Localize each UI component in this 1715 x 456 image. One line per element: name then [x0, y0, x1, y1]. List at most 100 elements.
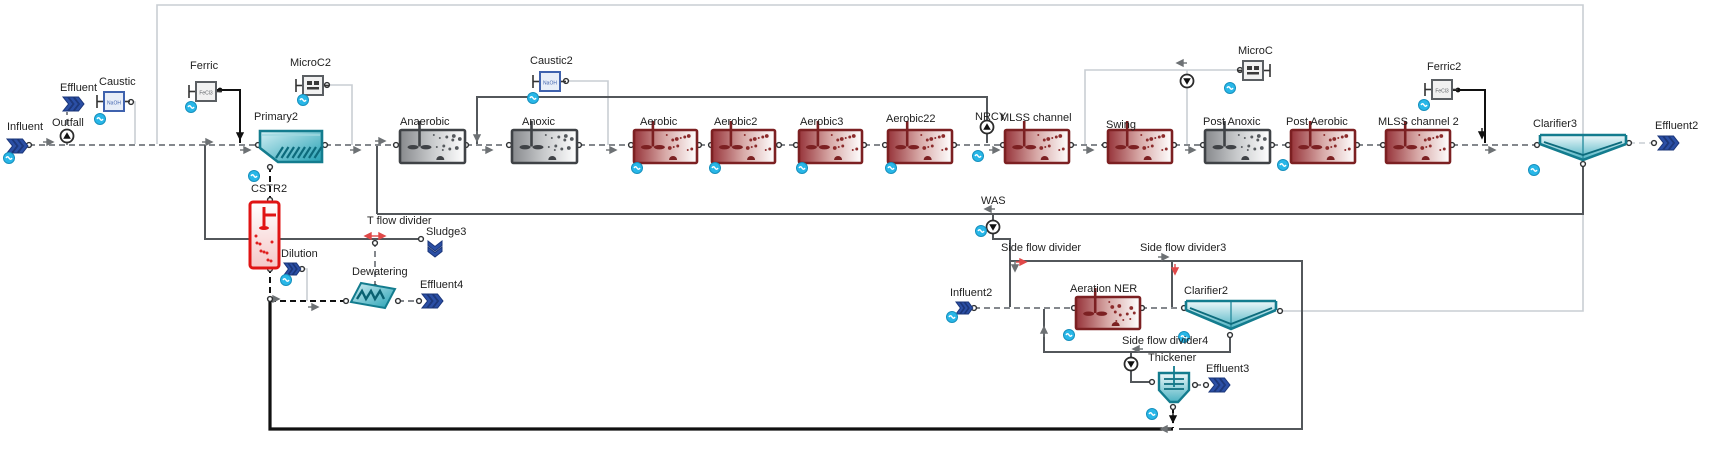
info-badge[interactable]: [975, 225, 987, 237]
nrcy-icon[interactable]: [979, 119, 995, 135]
svg-text:NaOH: NaOH: [543, 81, 557, 87]
side-flow-divider4-label: Side flow divider4: [1122, 335, 1209, 347]
influent-icon[interactable]: [5, 138, 29, 154]
dewatering-label: Dewatering: [352, 266, 408, 278]
port: [1533, 141, 1541, 149]
info-badge[interactable]: [527, 92, 539, 104]
info-badges: [3, 82, 1540, 420]
port: [342, 297, 350, 305]
swing-icon[interactable]: [1106, 121, 1174, 165]
port: [505, 141, 513, 149]
pipe: [300, 268, 308, 301]
flow-arrow: [1485, 145, 1497, 155]
clarifier3-icon[interactable]: [1538, 133, 1628, 162]
effluent2-label: Effluent2: [1655, 120, 1699, 132]
effluent-icon[interactable]: [61, 96, 85, 112]
info-badge[interactable]: [1528, 164, 1540, 176]
info-badge[interactable]: [946, 311, 958, 323]
aeration-ner-label: Aeration NER: [1070, 283, 1138, 295]
aeration-ner-icon[interactable]: [1074, 288, 1142, 331]
port: [1276, 307, 1284, 315]
outfall-label: Outfall: [52, 117, 84, 129]
microc-icon[interactable]: [1237, 60, 1271, 81]
caustic-icon[interactable]: NaOH: [96, 91, 130, 112]
info-badge[interactable]: [1418, 99, 1430, 111]
flow-arrow: [1175, 58, 1187, 68]
aerobic-icon[interactable]: [632, 121, 699, 165]
sludge3-icon[interactable]: [427, 239, 443, 258]
info-badge[interactable]: [1063, 329, 1075, 341]
svg-text:FeCl3: FeCl3: [199, 91, 213, 97]
flow-arrow: [989, 145, 1001, 155]
port: [1650, 139, 1658, 147]
port: [1101, 141, 1109, 149]
flow-arrow: [350, 145, 362, 155]
info-badge[interactable]: [1277, 159, 1289, 171]
cstr2-icon[interactable]: [248, 200, 281, 270]
info-badge[interactable]: [709, 162, 721, 174]
flow-arrow: [1159, 424, 1171, 434]
info-badge[interactable]: [972, 150, 984, 162]
dilution-icon[interactable]: [283, 262, 302, 276]
info-badge[interactable]: [248, 170, 260, 182]
effluent3-icon[interactable]: [1207, 377, 1231, 393]
info-badge[interactable]: [1224, 82, 1236, 94]
anaerobic-icon[interactable]: [398, 121, 467, 165]
microc2-icon[interactable]: [295, 75, 329, 96]
mlss-channel-icon[interactable]: [1003, 121, 1071, 165]
clarifier3-label: Clarifier3: [1533, 118, 1578, 130]
ferric-label: Ferric: [190, 60, 219, 72]
info-badge[interactable]: [796, 162, 808, 174]
flow-arrow: [606, 145, 618, 155]
post-anoxic-icon[interactable]: [1203, 121, 1272, 165]
info-badge[interactable]: [1146, 408, 1158, 420]
port: [266, 163, 274, 171]
post-anoxic-label: Post Anoxic: [1203, 116, 1261, 128]
info-badge[interactable]: [280, 274, 292, 286]
flow-arrow: [43, 137, 55, 147]
info-badge[interactable]: [3, 152, 15, 164]
sfd4-pump-icon[interactable]: [1123, 356, 1139, 372]
info-badge[interactable]: [185, 101, 197, 113]
influent2-label: Influent2: [950, 287, 993, 299]
info-badge[interactable]: [94, 113, 106, 125]
anoxic-icon[interactable]: [510, 121, 579, 165]
flow-arrows: [43, 58, 1497, 434]
was-icon[interactable]: [985, 219, 1001, 235]
aerobic3-icon[interactable]: [797, 121, 864, 165]
mlss-channel-2-icon[interactable]: [1384, 121, 1452, 165]
thickener-icon[interactable]: [1157, 366, 1191, 404]
anaerobic-label: Anaerobic: [400, 116, 450, 128]
info-badge[interactable]: [631, 162, 643, 174]
aerobic2-icon[interactable]: [710, 121, 777, 165]
caustic2-icon[interactable]: NaOH: [532, 71, 566, 92]
primary2-icon[interactable]: [258, 129, 324, 164]
microc2-label: MicroC2: [290, 57, 331, 69]
info-badge[interactable]: [885, 162, 897, 174]
info-badge[interactable]: [297, 94, 309, 106]
port: [1284, 141, 1292, 149]
pipe: [327, 84, 353, 145]
effluent2-icon[interactable]: [1656, 135, 1680, 151]
microc-pump-icon[interactable]: [1179, 73, 1195, 89]
port: [1379, 141, 1387, 149]
port: [775, 141, 783, 149]
post-aerobic-icon[interactable]: [1289, 121, 1357, 165]
influent2-icon[interactable]: [955, 301, 974, 315]
effluent4-icon[interactable]: [420, 293, 444, 309]
port: [392, 141, 400, 149]
outfall-icon[interactable]: [59, 128, 75, 144]
port: [1202, 381, 1210, 389]
pipe: [1084, 69, 1240, 145]
flow-arrow: [1039, 325, 1049, 337]
ferric2-icon[interactable]: FeCl3: [1424, 79, 1458, 100]
ferric-icon[interactable]: FeCl3: [188, 81, 222, 102]
aerobic22-icon[interactable]: [886, 121, 954, 165]
pipe: [268, 301, 1173, 431]
dewatering-icon[interactable]: [349, 281, 397, 310]
swing-label: Swing: [1106, 119, 1136, 131]
clarifier2-icon[interactable]: [1184, 299, 1278, 331]
info-badge[interactable]: [1178, 331, 1190, 343]
